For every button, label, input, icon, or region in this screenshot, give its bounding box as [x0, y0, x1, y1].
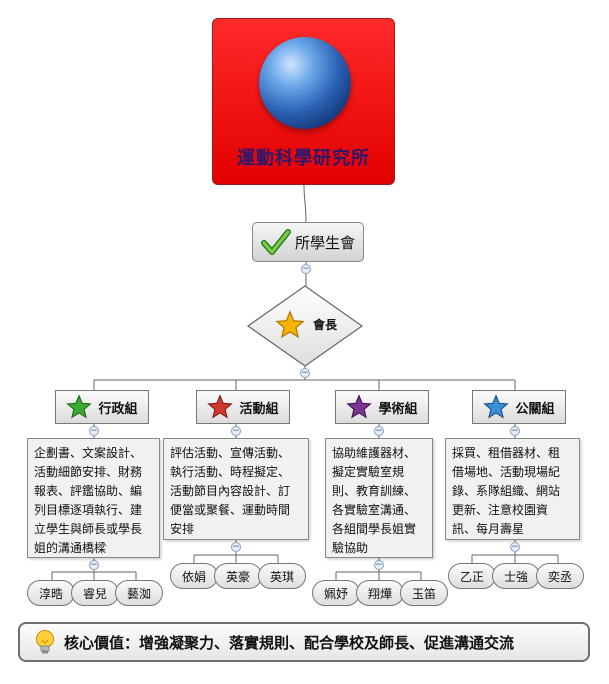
group-label: 公關組	[515, 401, 555, 417]
desc-line: 擬定實驗室規	[332, 465, 405, 479]
root-node[interactable]: 運動科學研究所	[212, 18, 395, 185]
star-icon	[66, 394, 93, 419]
student-association-node[interactable]: 所學生會	[252, 222, 364, 262]
root-title: 運動科學研究所	[237, 148, 370, 169]
desc-line: 活動節目內容設計、訂	[170, 484, 291, 498]
desc-line: 姐的溝通橋樑	[34, 541, 107, 555]
collapse-toggle-members[interactable]: −	[89, 560, 99, 570]
group-label: 活動組	[239, 401, 279, 417]
member-pill[interactable]: 藝洳	[115, 580, 163, 606]
desc-line: 安排	[170, 522, 195, 536]
desc-line: 協助維護器材、	[332, 446, 417, 460]
collapse-toggle-group[interactable]: −	[231, 426, 241, 436]
desc-line: 企劃書、文案設計、	[34, 446, 143, 460]
desc-line: 更新、注意校園資	[452, 503, 549, 517]
collapse-toggle-members[interactable]: −	[231, 542, 241, 552]
desc-line: 立學生與師長或學長	[34, 522, 143, 536]
group-admin[interactable]: 行政組	[55, 390, 149, 424]
desc-line: 執行活動、時程擬定、	[170, 465, 291, 479]
group-description: 企劃書、文案設計、 活動細節安排、財務 報表、評鑑協助、編 列目標逐項執行、建 …	[27, 438, 160, 558]
core-values-banner: 核心價值：增強凝聚力、落實規則、配合學校及師長、促進溝通交流	[18, 622, 590, 662]
collapse-toggle-members[interactable]: −	[374, 560, 384, 570]
member-pill[interactable]: 淳晧	[27, 580, 75, 606]
group-description: 協助維護器材、 擬定實驗室規 則、教育訓練、 各實驗室溝通、 各組間學長姐實 驗…	[325, 438, 433, 558]
desc-line: 借場地、活動現場紀	[452, 465, 561, 479]
group-public-relations[interactable]: 公關組	[472, 390, 566, 424]
checkmark-icon	[260, 229, 291, 255]
member-pill[interactable]: 翔燁	[356, 580, 404, 606]
collapse-toggle-sub[interactable]: −	[301, 264, 311, 274]
member-pill[interactable]: 玉笛	[400, 580, 448, 606]
lightbulb-icon	[36, 630, 54, 654]
member-pill[interactable]: 士強	[492, 563, 540, 589]
member-pill[interactable]: 奕丞	[536, 563, 584, 589]
group-academic[interactable]: 學術組	[335, 390, 429, 424]
group-activity[interactable]: 活動組	[196, 390, 290, 424]
desc-line: 便當或聚餐、運動時間	[170, 503, 291, 517]
star-icon	[275, 310, 305, 339]
desc-line: 各實驗室溝通、	[332, 503, 417, 517]
globe-icon	[259, 37, 351, 129]
collapse-toggle-president[interactable]: −	[300, 368, 310, 378]
desc-line: 各組間學長姐實	[332, 522, 417, 536]
desc-line: 採買、租借器材、租	[452, 446, 561, 460]
desc-line: 評估活動、宣傳活動、	[170, 446, 291, 460]
member-pill[interactable]: 英豪	[214, 563, 262, 589]
desc-line: 驗協助	[332, 541, 369, 555]
member-pill[interactable]: 英琪	[258, 563, 306, 589]
desc-line: 錄、系隊組織、網站	[452, 484, 561, 498]
star-icon	[346, 394, 373, 419]
collapse-toggle-group[interactable]: −	[510, 426, 520, 436]
desc-line: 活動細節安排、財務	[34, 465, 143, 479]
star-icon	[207, 394, 234, 419]
group-description: 評估活動、宣傳活動、 執行活動、時程擬定、 活動節目內容設計、訂 便當或聚餐、運…	[163, 438, 309, 540]
member-pill[interactable]: 睿兒	[71, 580, 119, 606]
desc-line: 報表、評鑑協助、編	[34, 484, 143, 498]
group-label: 行政組	[98, 401, 138, 417]
desc-line: 則、教育訓練、	[332, 484, 417, 498]
group-description: 採買、租借器材、租 借場地、活動現場紀 錄、系隊組織、網站 更新、注意校園資 訊…	[445, 438, 580, 540]
desc-line: 訊、每月壽星	[452, 522, 525, 536]
president-label: 會長	[312, 318, 337, 332]
collapse-toggle-group[interactable]: −	[374, 426, 384, 436]
desc-line: 列目標逐項執行、建	[34, 503, 143, 517]
member-pill[interactable]: 乙正	[448, 563, 496, 589]
collapse-toggle-group[interactable]: −	[89, 426, 99, 436]
core-values-text: 核心價值：增強凝聚力、落實規則、配合學校及師長、促進溝通交流	[64, 633, 515, 652]
member-pill[interactable]: 姵妤	[312, 580, 360, 606]
member-pill[interactable]: 依娟	[170, 563, 218, 589]
star-icon	[483, 394, 510, 419]
group-label: 學術組	[378, 401, 418, 417]
collapse-toggle-members[interactable]: −	[510, 542, 520, 552]
student-association-label: 所學生會	[294, 233, 355, 252]
